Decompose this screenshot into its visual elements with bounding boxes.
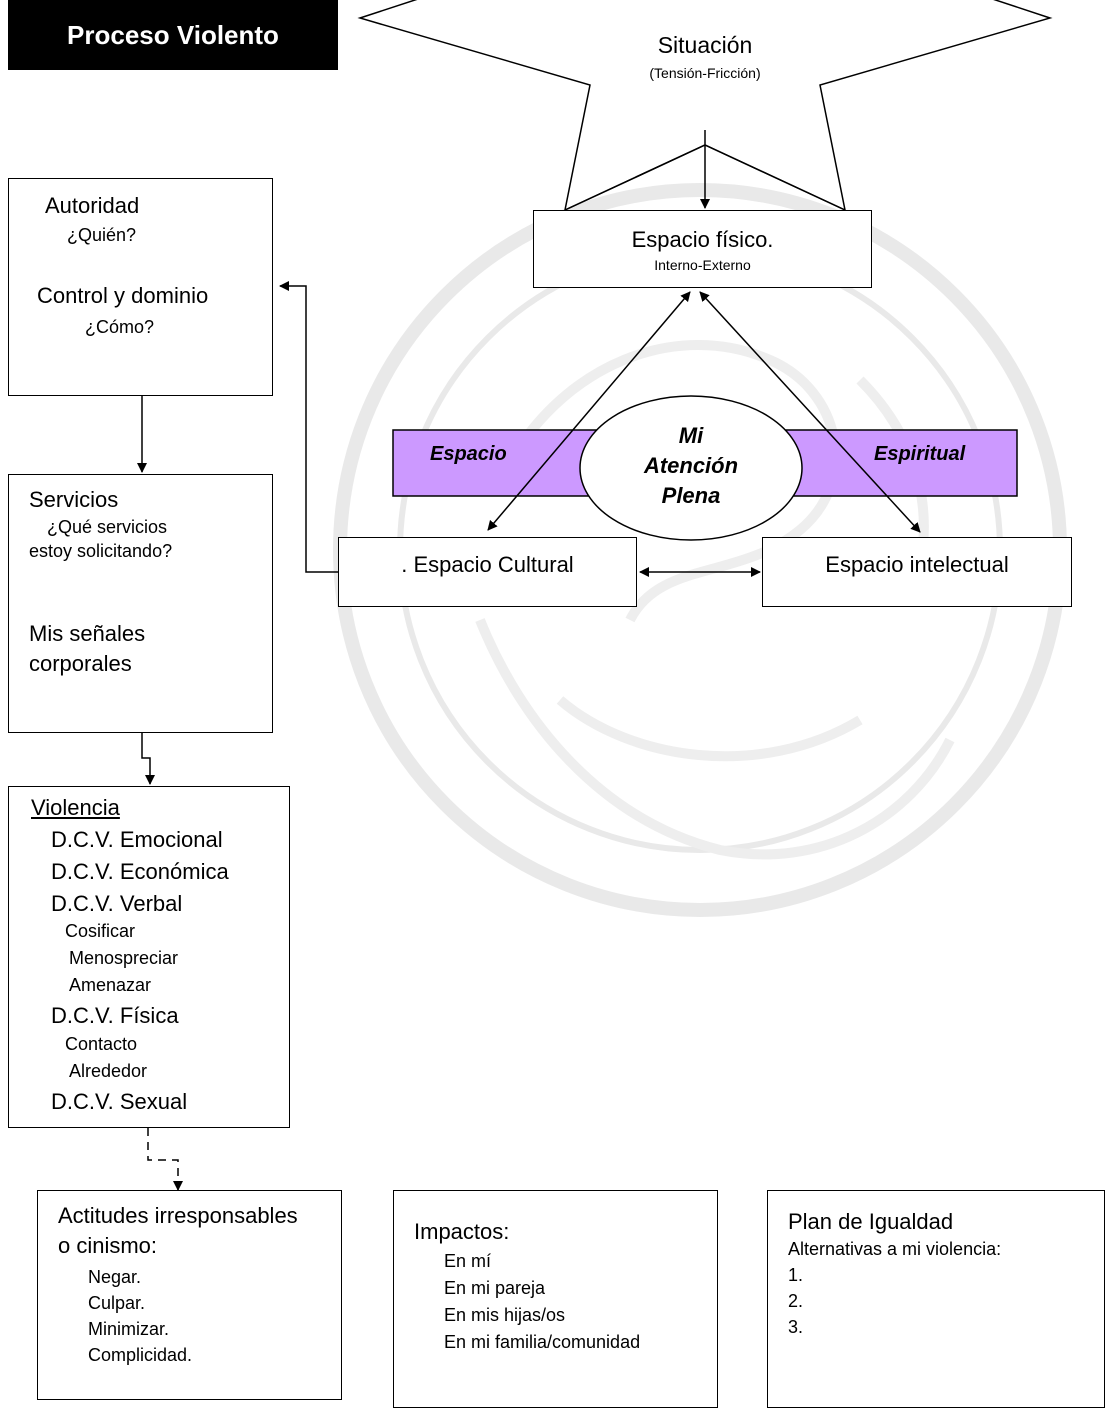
diagram-title: Proceso Violento	[8, 0, 338, 70]
servicios-box: Servicios ¿Qué servicios estoy solicitan…	[8, 474, 273, 733]
violencia-subitem: Alrededor	[69, 1061, 148, 1081]
impactos-item: En mi familia/comunidad	[444, 1332, 641, 1352]
espacio-fisico-box: Espacio físico. Interno-Externo	[533, 210, 872, 288]
impactos-title: Impactos:	[414, 1219, 510, 1244]
violencia-subitem: Menospreciar	[69, 948, 179, 968]
plan-item: 3.	[788, 1317, 804, 1337]
espacio-intelectual-label: Espacio intelectual	[825, 552, 1009, 577]
espiritual-band-label: Espiritual	[874, 443, 966, 465]
impactos-box: Impactos: En mí En mi pareja En mis hija…	[393, 1190, 718, 1408]
ellipse-line-2: Atención	[643, 453, 739, 478]
actitudes-item: Minimizar.	[88, 1319, 170, 1339]
senales-line-2: corporales	[29, 651, 132, 676]
autoridad-title: Autoridad	[45, 193, 140, 218]
actitudes-title-1: Actitudes irresponsables	[58, 1203, 298, 1228]
violencia-item: D.C.V. Económica	[51, 859, 229, 884]
espacio-fisico-subtitle: Interno-Externo	[654, 257, 751, 273]
impactos-item: En mi pareja	[444, 1278, 546, 1298]
autoridad-box: Autoridad ¿Quién? Control y dominio ¿Cóm…	[8, 178, 273, 396]
plan-igualdad-box: Plan de Igualdad Alternativas a mi viole…	[767, 1190, 1105, 1408]
espacio-fisico-title: Espacio físico.	[631, 227, 774, 252]
violencia-subitem: Amenazar	[69, 975, 152, 995]
actitudes-item: Culpar.	[88, 1293, 146, 1313]
situacion-subtitle: (Tensión-Fricción)	[649, 65, 761, 81]
violencia-item: D.C.V. Física	[51, 1003, 179, 1028]
espacio-cultural-box: . Espacio Cultural	[338, 537, 637, 607]
servicios-question-1: ¿Qué servicios	[47, 517, 168, 537]
plan-item: 2.	[788, 1291, 804, 1311]
violencia-item: D.C.V. Sexual	[51, 1089, 188, 1114]
plan-subtitle: Alternativas a mi violencia:	[788, 1239, 1002, 1259]
espacio-cultural-label: . Espacio Cultural	[401, 552, 574, 577]
atencion-plena-text: Mi Atención Plena	[600, 421, 782, 511]
actitudes-box: Actitudes irresponsables o cinismo: Nega…	[37, 1190, 342, 1400]
autoridad-control: Control y dominio	[37, 283, 209, 308]
servicios-title: Servicios	[29, 487, 119, 512]
ellipse-line-3: Plena	[661, 483, 721, 508]
plan-title: Plan de Igualdad	[788, 1209, 954, 1234]
violencia-subitem: Cosificar	[65, 921, 136, 941]
autoridad-quien: ¿Quién?	[67, 225, 137, 245]
actitudes-title-2: o cinismo:	[58, 1233, 158, 1258]
violencia-item: D.C.V. Verbal	[51, 891, 183, 916]
actitudes-item: Complicidad.	[88, 1345, 193, 1365]
impactos-item: En mí	[444, 1251, 492, 1271]
situacion-title: Situación	[657, 32, 753, 58]
actitudes-item: Negar.	[88, 1267, 142, 1287]
plan-item: 1.	[788, 1265, 804, 1285]
autoridad-como: ¿Cómo?	[85, 317, 155, 337]
impactos-item: En mis hijas/os	[444, 1305, 566, 1325]
violencia-item: D.C.V. Emocional	[51, 827, 223, 852]
espacio-band-label: Espacio	[430, 443, 507, 465]
ellipse-line-1: Mi	[678, 423, 704, 448]
violencia-box: Violencia D.C.V. Emocional D.C.V. Económ…	[8, 786, 290, 1128]
violencia-title: Violencia	[31, 795, 120, 820]
espacio-intelectual-box: Espacio intelectual	[762, 537, 1072, 607]
violencia-subitem: Contacto	[65, 1034, 138, 1054]
servicios-question-2: estoy solicitando?	[29, 541, 173, 561]
senales-line-1: Mis señales	[29, 621, 146, 646]
